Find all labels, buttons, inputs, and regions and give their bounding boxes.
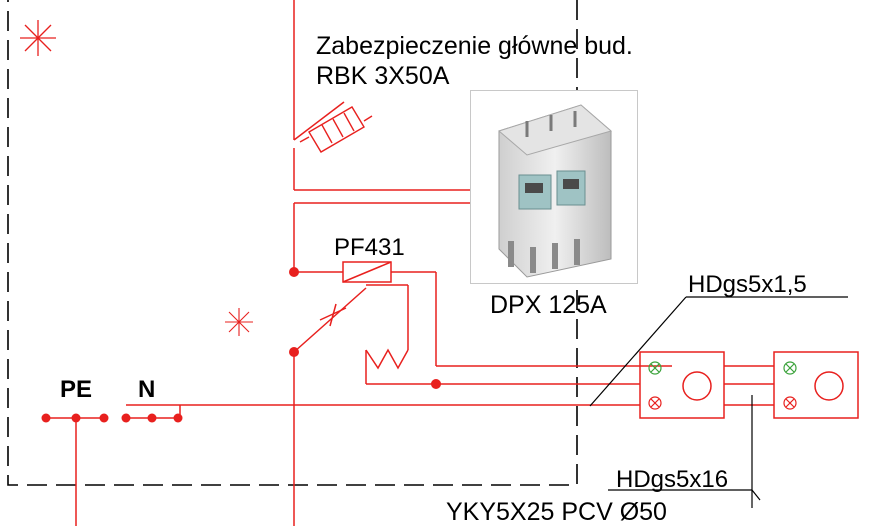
- asterisk-icon: [20, 20, 56, 56]
- leader-lines: [589, 296, 848, 508]
- indicator-lamp-icon: [648, 396, 797, 410]
- terminal-n-label: N: [138, 376, 155, 403]
- cable-bottom-label: HDgs5x16: [616, 466, 728, 493]
- cable-top-label: HDgs5x1,5: [688, 271, 807, 298]
- relay-branch: [294, 261, 640, 367]
- main-protection-label: Zabezpieczenie główne bud.: [316, 32, 633, 60]
- box-interconnect: [724, 365, 774, 406]
- fuse-symbol: [299, 106, 373, 153]
- terminal-box-2: [773, 351, 859, 419]
- asterisk-icon: [225, 308, 253, 336]
- relay-label: PF431: [334, 234, 405, 261]
- junction-dots: [41, 267, 441, 423]
- terminal-box-1: [639, 351, 725, 419]
- indicator-lamp-icon: [648, 361, 797, 375]
- main-protection-rating: RBK 3X50A: [316, 62, 450, 90]
- breaker-label: DPX 125A: [490, 291, 607, 319]
- terminal-pe-label: PE: [60, 376, 92, 403]
- breaker-device-image: [470, 90, 638, 284]
- supply-cable-label: YKY5X25 PCV Ø50: [446, 498, 667, 526]
- breaker-device-drawing: [497, 104, 613, 278]
- main-feeder: [293, 0, 472, 526]
- breaker-contact: [293, 284, 640, 385]
